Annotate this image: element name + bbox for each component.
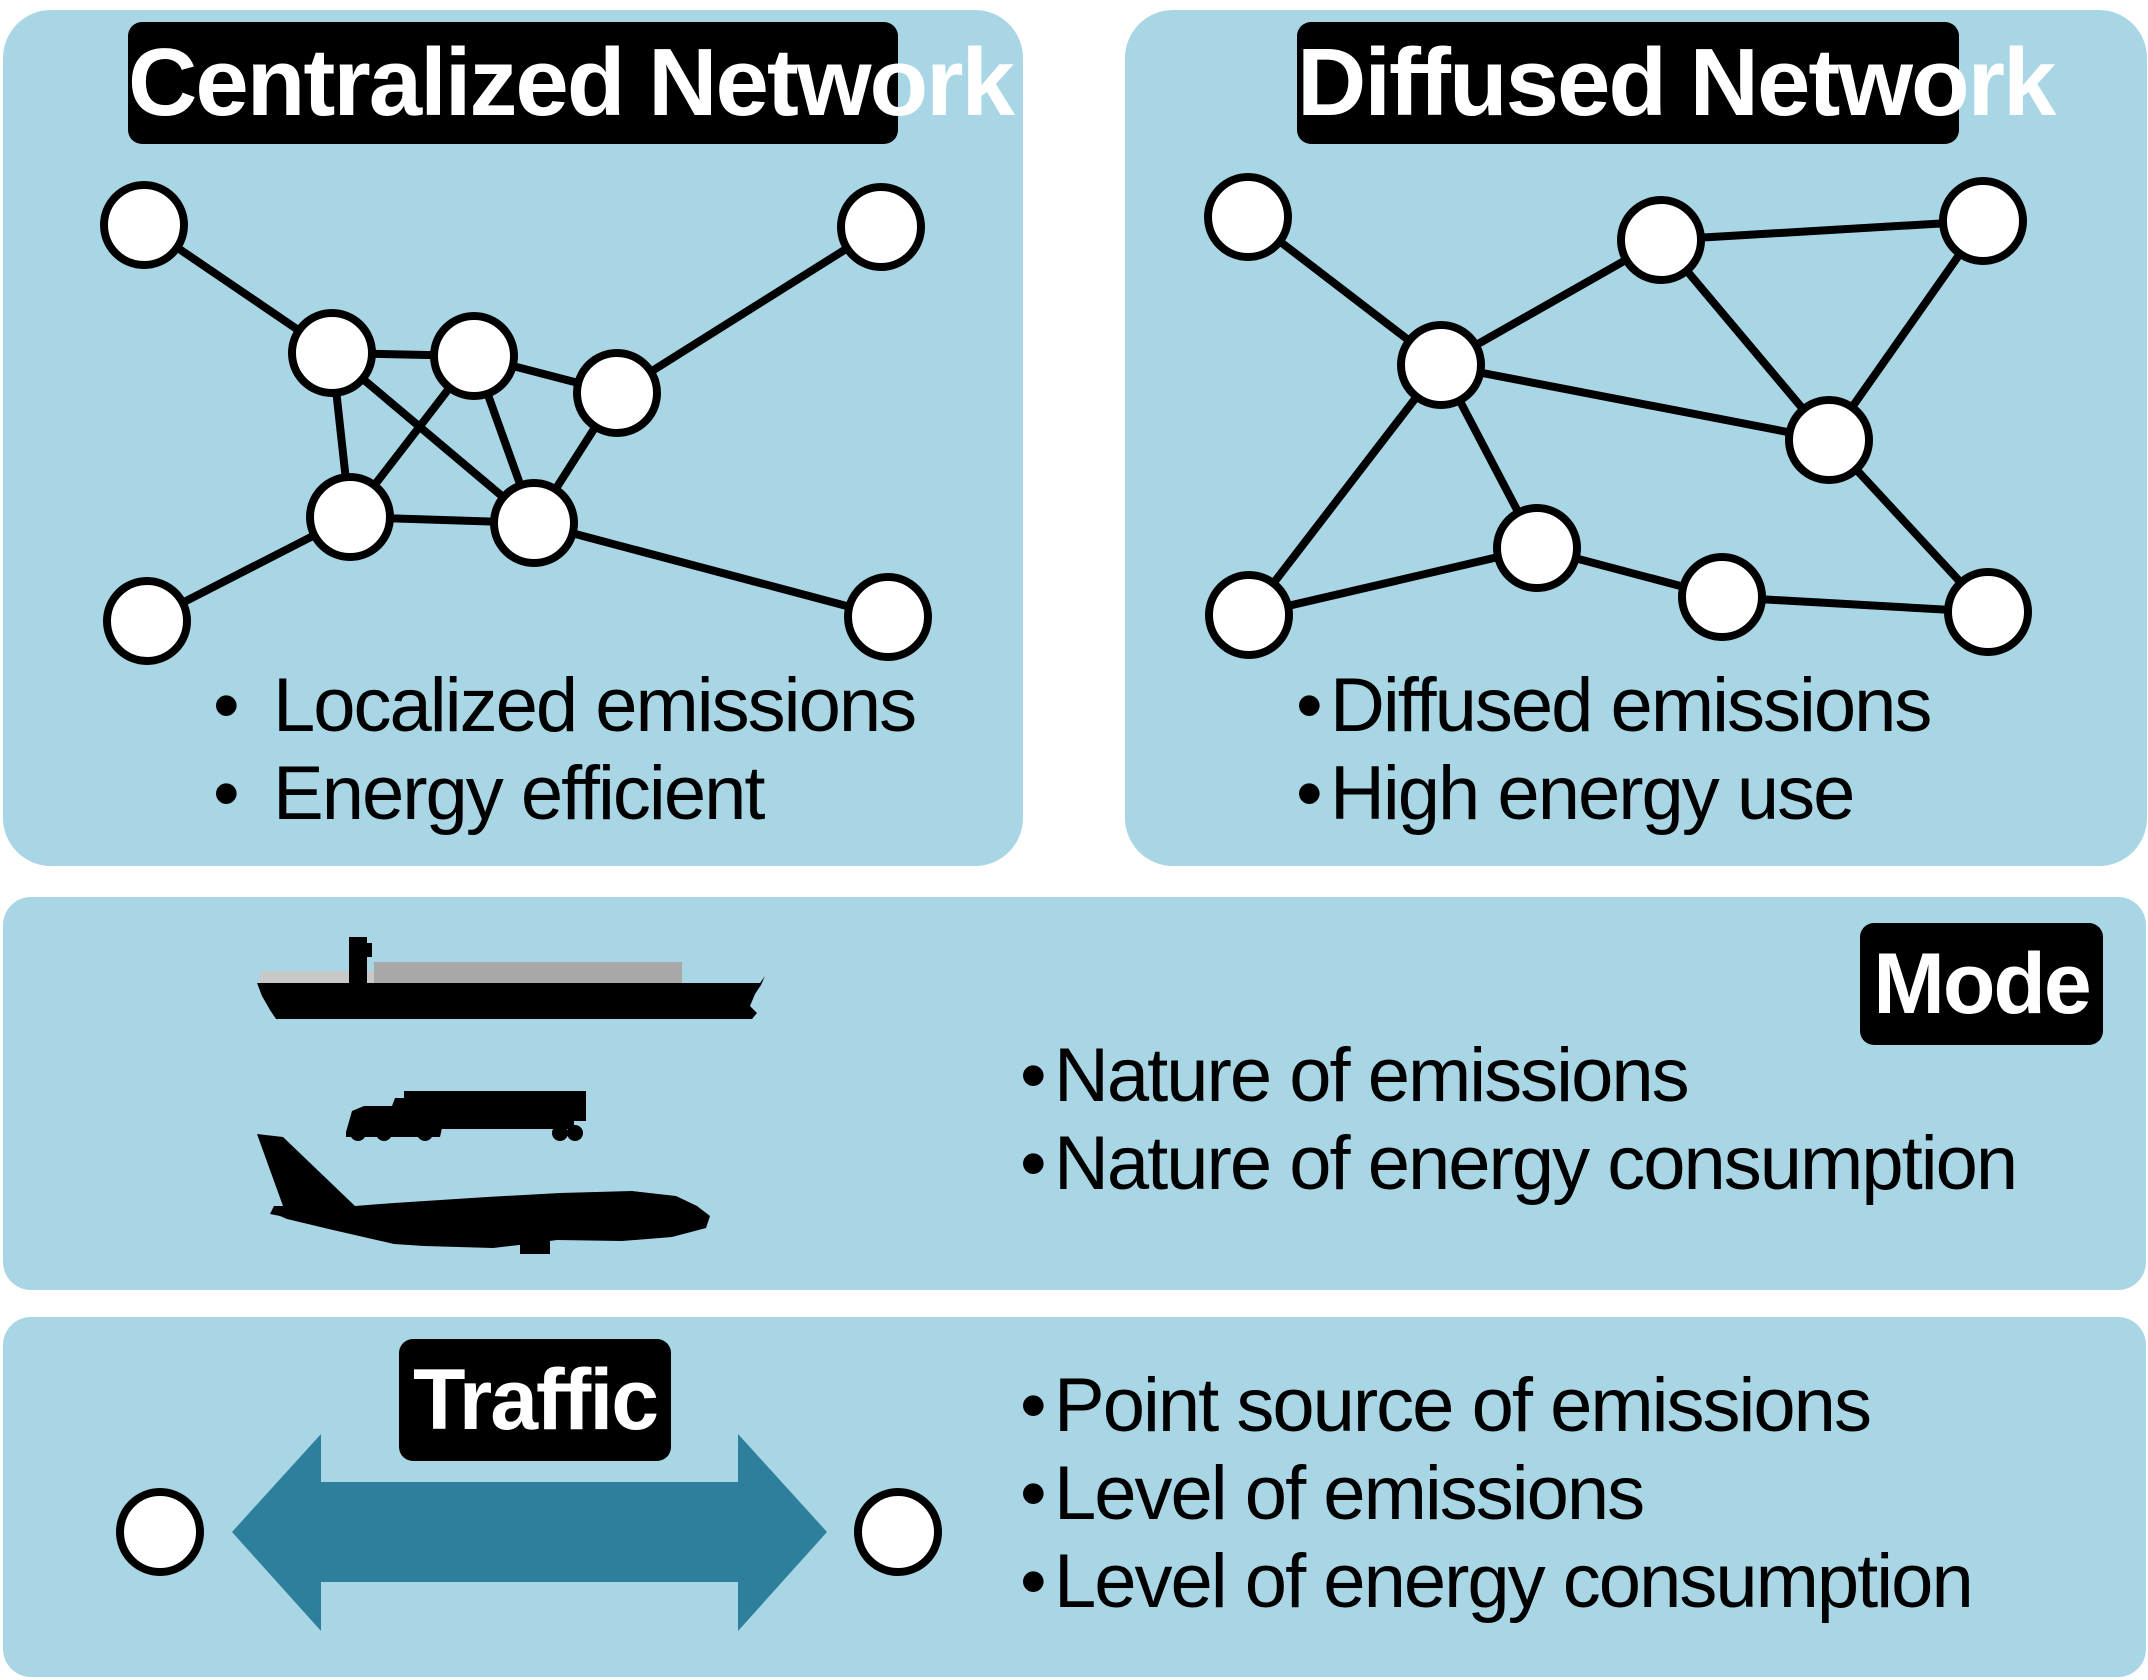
airplane-icon bbox=[257, 1134, 710, 1254]
edge bbox=[1245, 361, 1445, 619]
diffused-network-graph bbox=[1244, 213, 1992, 619]
edge bbox=[1245, 544, 1541, 619]
node bbox=[837, 183, 925, 271]
node bbox=[430, 312, 518, 400]
node bbox=[100, 181, 188, 269]
node bbox=[306, 473, 394, 561]
diffused-network-title: Diffused Network bbox=[1297, 22, 2056, 144]
node bbox=[1944, 568, 2032, 656]
node bbox=[1204, 173, 1292, 261]
node bbox=[573, 349, 661, 437]
edge bbox=[1437, 361, 1833, 444]
mode-title: Mode bbox=[1860, 923, 2103, 1045]
truck-icon bbox=[346, 1091, 586, 1141]
diffused-network-nodes bbox=[1204, 173, 2032, 659]
traffic-bullet-list: Point source of emissions Level of emiss… bbox=[1020, 1362, 1974, 1626]
node bbox=[1397, 321, 1485, 409]
node bbox=[1678, 553, 1766, 641]
bullet-item: Level of energy consumption bbox=[1020, 1538, 1974, 1626]
mode-bullet-list: Nature of emissions Nature of energy con… bbox=[1020, 1032, 2018, 1208]
bullet-item: Energy efficient bbox=[205, 750, 915, 838]
node bbox=[103, 577, 191, 665]
centralized-network-nodes bbox=[100, 181, 932, 665]
centralized-bullet-list: Localized emissions Energy efficient bbox=[205, 662, 917, 838]
traffic-node-right bbox=[854, 1488, 942, 1576]
node bbox=[844, 573, 932, 661]
bullet-item: Diffused emissions bbox=[1296, 662, 1932, 750]
node bbox=[1785, 396, 1873, 484]
bullet-item: Point source of emissions bbox=[1020, 1362, 1972, 1450]
traffic-node-left bbox=[116, 1488, 204, 1576]
bullet-item: Nature of energy consumption bbox=[1020, 1120, 2018, 1208]
bullet-item: Localized emissions bbox=[205, 662, 917, 750]
bullet-item: High energy use bbox=[1296, 750, 1930, 838]
bullet-item: Nature of emissions bbox=[1020, 1032, 2016, 1120]
node bbox=[1493, 504, 1581, 592]
edge bbox=[1718, 593, 1992, 616]
centralized-network-title: Centralized Network bbox=[128, 22, 1015, 144]
edge bbox=[530, 519, 892, 621]
node bbox=[1617, 196, 1705, 284]
edge bbox=[1825, 217, 1987, 444]
edge bbox=[328, 349, 538, 527]
node bbox=[490, 479, 578, 567]
ship-icon bbox=[257, 937, 765, 1019]
node bbox=[1205, 571, 1293, 659]
diffused-bullet-list: Diffused emissions High energy use bbox=[1296, 662, 1932, 838]
traffic-title: Traffic bbox=[399, 1339, 671, 1461]
node bbox=[288, 309, 376, 397]
double-arrow-icon bbox=[232, 1434, 827, 1631]
edge bbox=[613, 223, 885, 397]
edge bbox=[1657, 217, 1987, 244]
node bbox=[1939, 177, 2027, 265]
bullet-item: Level of emissions bbox=[1020, 1450, 1972, 1538]
